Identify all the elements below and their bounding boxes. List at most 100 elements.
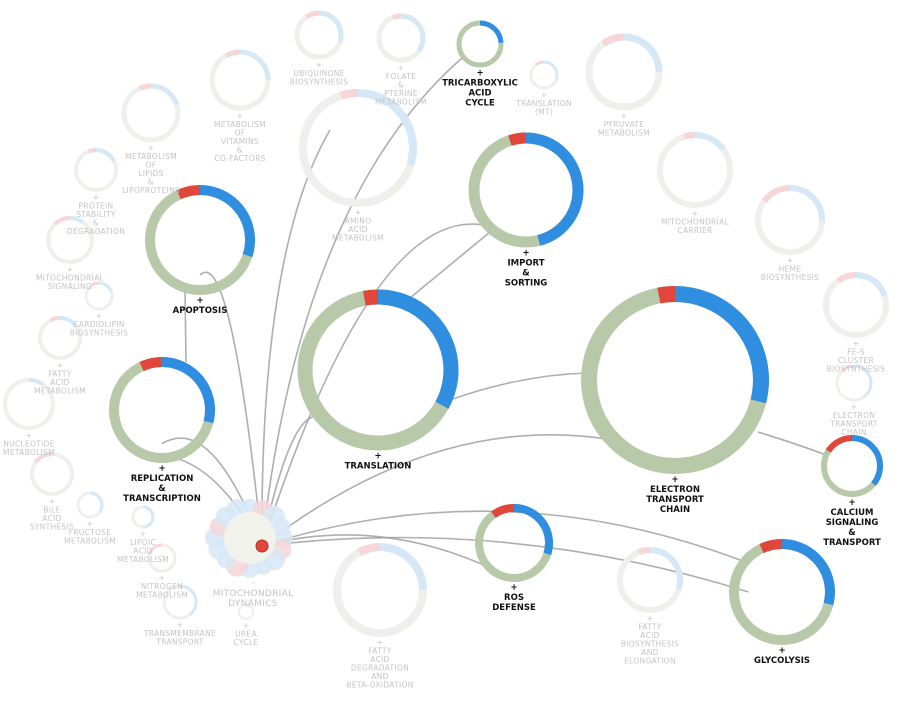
expand-plus-icon[interactable]: + bbox=[237, 112, 244, 121]
node-nitrogen[interactable] bbox=[146, 542, 179, 575]
dynamics-member-circle[interactable] bbox=[272, 517, 291, 536]
expand-plus-icon[interactable]: + bbox=[159, 574, 166, 583]
node-pyruvate[interactable] bbox=[575, 23, 673, 121]
label-glycolysis[interactable]: GLYCOLYSIS bbox=[754, 656, 810, 666]
expand-plus-icon[interactable]: + bbox=[243, 621, 250, 630]
node-translation[interactable] bbox=[293, 285, 464, 456]
node-cardiolipin[interactable] bbox=[81, 278, 117, 314]
node-glycolysis[interactable] bbox=[718, 528, 846, 656]
node-bile[interactable] bbox=[24, 446, 80, 502]
expand-plus-icon[interactable]: + bbox=[853, 339, 860, 348]
expand-plus-icon[interactable]: + bbox=[140, 530, 147, 539]
expand-plus-icon[interactable]: + bbox=[692, 209, 699, 218]
expand-plus-icon[interactable]: + bbox=[355, 208, 362, 217]
expand-plus-icon[interactable]: + bbox=[87, 520, 94, 529]
expand-plus-icon[interactable]: + bbox=[476, 69, 483, 79]
node-apoptosis[interactable] bbox=[133, 173, 266, 306]
node-fattyacid[interactable] bbox=[33, 311, 87, 365]
label-apoptosis[interactable]: APOPTOSIS bbox=[173, 306, 228, 316]
node-lipids[interactable] bbox=[115, 77, 187, 149]
node-etcsmall[interactable] bbox=[830, 359, 878, 407]
node-mitosignal[interactable] bbox=[39, 209, 101, 271]
label-replication[interactable]: REPLICATION&TRANSCRIPTION bbox=[123, 474, 201, 504]
expand-plus-icon[interactable]: + bbox=[671, 475, 678, 485]
expand-plus-icon[interactable]: + bbox=[374, 452, 381, 462]
expand-plus-icon[interactable]: + bbox=[57, 361, 64, 370]
node-fructose[interactable] bbox=[76, 491, 104, 519]
node-heme[interactable] bbox=[745, 175, 834, 264]
node-aminoacid[interactable] bbox=[289, 79, 428, 218]
node-protein[interactable] bbox=[70, 144, 122, 196]
node-carrier[interactable] bbox=[651, 126, 739, 214]
label-import[interactable]: IMPORT&SORTING bbox=[505, 259, 548, 289]
node-folate[interactable] bbox=[372, 9, 429, 66]
node-etc[interactable] bbox=[574, 279, 775, 480]
hub-node[interactable] bbox=[255, 539, 269, 553]
label-translationmt[interactable]: TRANSLATION(MT) bbox=[515, 99, 572, 117]
expand-plus-icon[interactable]: + bbox=[316, 61, 323, 70]
expand-plus-icon[interactable]: + bbox=[26, 431, 33, 440]
label-translation[interactable]: TRANSLATION bbox=[345, 462, 412, 472]
node-replication[interactable] bbox=[98, 346, 226, 474]
expand-plus-icon[interactable]: + bbox=[158, 464, 165, 474]
expand-plus-icon[interactable]: + bbox=[522, 249, 529, 259]
expand-plus-icon[interactable]: + bbox=[67, 265, 74, 274]
node-tca[interactable] bbox=[456, 20, 504, 68]
node-ros[interactable] bbox=[465, 494, 563, 592]
expand-plus-icon[interactable]: + bbox=[196, 296, 203, 306]
expand-plus-icon[interactable]: + bbox=[848, 498, 855, 508]
expand-plus-icon[interactable]: + bbox=[177, 621, 184, 630]
expand-plus-icon[interactable]: + bbox=[621, 112, 628, 121]
node-calcium[interactable] bbox=[813, 427, 890, 504]
node-fadeg[interactable] bbox=[322, 532, 439, 649]
expand-plus-icon[interactable]: + bbox=[851, 403, 858, 412]
expand-plus-icon[interactable]: + bbox=[510, 583, 517, 593]
expand-plus-icon[interactable]: + bbox=[398, 64, 405, 73]
node-urea[interactable] bbox=[238, 604, 254, 620]
expand-plus-icon[interactable]: + bbox=[93, 193, 100, 202]
node-transmembrane[interactable] bbox=[162, 584, 198, 620]
node-lipoic[interactable] bbox=[131, 505, 155, 529]
collapse-minus-icon[interactable]: - bbox=[251, 578, 254, 587]
expand-plus-icon[interactable]: + bbox=[49, 497, 56, 506]
node-ubiquinone[interactable] bbox=[288, 4, 349, 65]
expand-plus-icon[interactable]: + bbox=[96, 312, 103, 321]
node-vitamins[interactable] bbox=[202, 42, 278, 118]
expand-plus-icon[interactable]: + bbox=[541, 91, 548, 100]
expand-plus-icon[interactable]: + bbox=[647, 614, 654, 623]
node-import[interactable] bbox=[460, 124, 591, 255]
node-translationmt[interactable] bbox=[526, 57, 562, 93]
expand-plus-icon[interactable]: + bbox=[377, 638, 384, 647]
node-nucleotide[interactable] bbox=[3, 378, 55, 430]
expand-plus-icon[interactable]: + bbox=[148, 144, 155, 153]
expand-plus-icon[interactable]: + bbox=[787, 256, 794, 265]
node-fabio[interactable] bbox=[611, 541, 689, 619]
expand-plus-icon[interactable]: + bbox=[778, 646, 785, 656]
